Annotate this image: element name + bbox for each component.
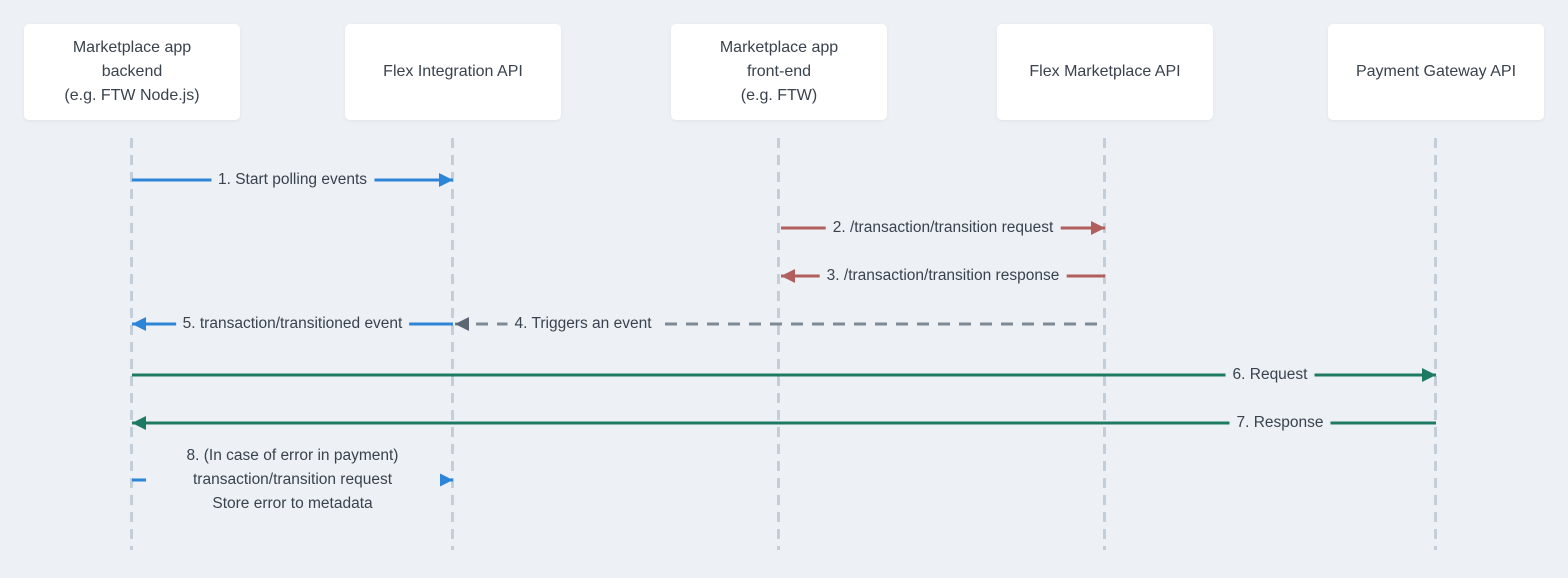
arrowhead-right-icon: [1091, 221, 1105, 235]
message-label: 7. Response: [1229, 414, 1331, 432]
message-label: 6. Request: [1225, 366, 1315, 384]
message-5: 5. transaction/transitioned event: [132, 309, 453, 339]
message-label: 2. /transaction/transition request: [825, 219, 1061, 237]
actor-label: (e.g. FTW Node.js): [64, 87, 200, 104]
actor-label: (e.g. FTW): [740, 87, 818, 104]
lifeline-flex-integration-api: [451, 138, 454, 550]
arrowhead-left-icon: [132, 416, 146, 430]
message-label-line: transaction/transition request: [192, 471, 393, 488]
lifeline-marketplace-backend: [130, 138, 133, 550]
message-label: 8. (In case of error in payment) transac…: [145, 444, 440, 516]
arrowhead-left-icon: [132, 317, 146, 331]
actor-label: Flex Integration API: [383, 63, 523, 80]
message-line: [132, 421, 1436, 425]
arrowhead-left-icon: [781, 269, 795, 283]
actor-label: Flex Marketplace API: [1029, 63, 1181, 80]
arrowhead-right-icon: [439, 173, 453, 187]
message-2: 2. /transaction/transition request: [781, 213, 1105, 243]
message-label: 1. Start polling events: [210, 171, 375, 189]
actor-label: Marketplace app: [72, 39, 192, 56]
message-4: 4. Triggers an event: [455, 309, 1105, 339]
actor-label: Marketplace app: [719, 39, 839, 56]
actor-label: backend: [101, 63, 163, 80]
actor-label: front-end: [746, 63, 812, 80]
actor-box-marketplace-frontend: Marketplace app front-end (e.g. FTW): [671, 24, 887, 120]
message-label-line: 8. (In case of error in payment): [186, 447, 399, 464]
message-line: [455, 322, 1105, 326]
actor-label: Payment Gateway API: [1355, 63, 1517, 80]
message-7: 7. Response: [132, 408, 1436, 438]
message-3: 3. /transaction/transition response: [781, 261, 1105, 291]
message-6: 6. Request: [132, 360, 1436, 390]
actor-box-flex-integration-api: Flex Integration API: [345, 24, 561, 120]
lifeline-payment-gateway-api: [1434, 138, 1437, 550]
message-1: 1. Start polling events: [132, 165, 453, 195]
arrowhead-right-icon: [1422, 368, 1436, 382]
message-label: 4. Triggers an event: [507, 315, 659, 333]
message-8: 8. (In case of error in payment) transac…: [132, 444, 453, 516]
actor-box-flex-marketplace-api: Flex Marketplace API: [997, 24, 1213, 120]
actor-box-payment-gateway-api: Payment Gateway API: [1328, 24, 1544, 120]
message-label: 3. /transaction/transition response: [819, 267, 1067, 285]
message-label: 5. transaction/transitioned event: [175, 315, 410, 333]
message-label-line: Store error to metadata: [212, 495, 373, 512]
message-line: [132, 373, 1436, 377]
arrowhead-left-icon: [455, 317, 469, 331]
actor-box-marketplace-backend: Marketplace app backend (e.g. FTW Node.j…: [24, 24, 240, 120]
lifeline-flex-marketplace-api: [1103, 138, 1106, 550]
arrowhead-right-icon: [439, 473, 453, 487]
lifeline-marketplace-frontend: [777, 138, 780, 550]
